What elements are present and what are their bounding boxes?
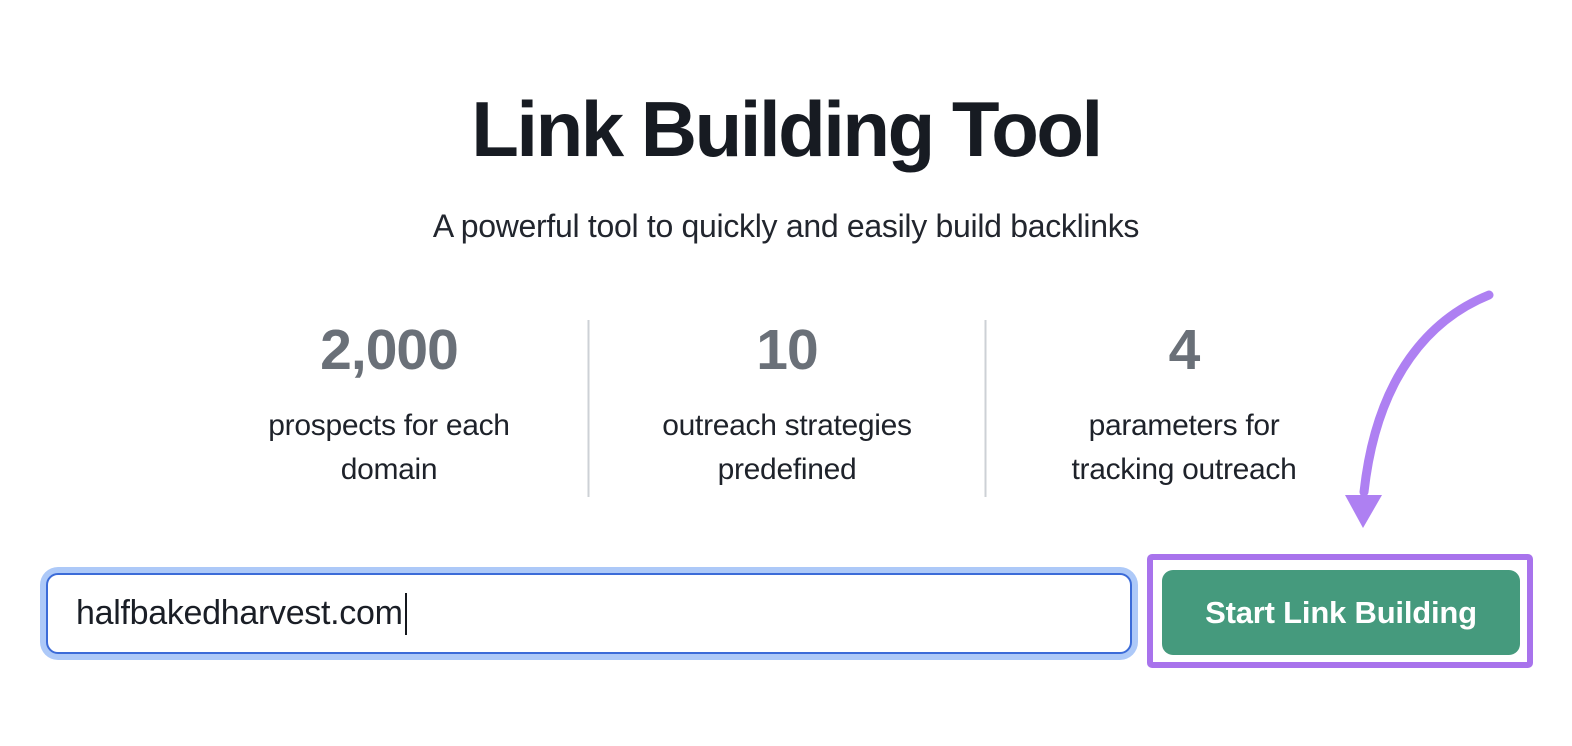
stat-prospects: 2,000 prospects for each domain xyxy=(191,320,588,497)
stat-label-line: prospects for each xyxy=(268,409,510,442)
page-title: Link Building Tool xyxy=(471,85,1103,173)
stats-row: 2,000 prospects for each domain 10 outre… xyxy=(191,320,1382,497)
stat-value-prospects: 2,000 xyxy=(320,318,459,382)
stat-label-strategies: outreach strategies predefined xyxy=(590,404,985,492)
stat-label-line: outreach strategies xyxy=(662,409,912,442)
stat-parameters: 4 parameters for tracking outreach xyxy=(984,318,1382,497)
page-subtitle: A powerful tool to quickly and easily bu… xyxy=(432,208,1140,244)
stat-label-prospects: prospects for each domain xyxy=(191,404,588,492)
start-link-building-button[interactable]: Start Link Building xyxy=(1162,570,1520,655)
stat-value-strategies: 10 xyxy=(756,318,818,382)
stat-label-line: predefined xyxy=(717,453,857,486)
stat-label-line: tracking outreach xyxy=(1071,453,1297,486)
stat-label-line: parameters for xyxy=(1088,409,1280,442)
stat-label-line: domain xyxy=(340,453,438,486)
stat-strategies: 10 outreach strategies predefined xyxy=(587,318,985,497)
text-caret xyxy=(404,592,408,635)
stat-value-parameters: 4 xyxy=(1168,318,1201,382)
domain-input[interactable]: halfbakedharvest.com xyxy=(46,573,1132,654)
domain-input-value: halfbakedharvest.com xyxy=(76,594,403,632)
stat-label-parameters: parameters for tracking outreach xyxy=(987,404,1382,492)
